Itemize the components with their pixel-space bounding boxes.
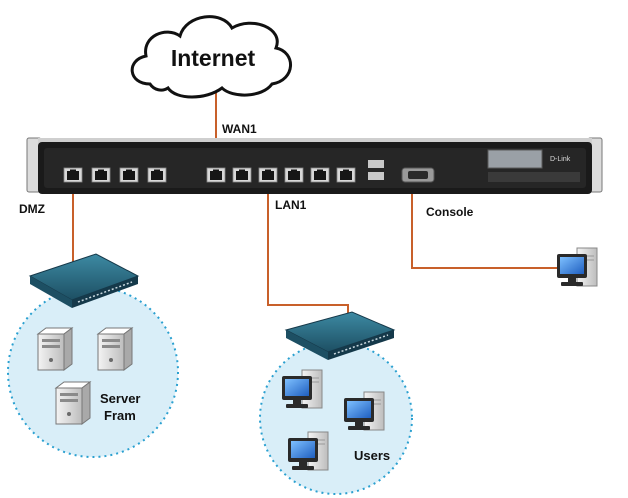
wan1-label: WAN1 xyxy=(222,122,257,136)
server-farm-label-line1: Server xyxy=(100,391,140,406)
port-6 xyxy=(232,167,252,183)
users-label: Users xyxy=(354,448,390,463)
port-8 xyxy=(284,167,304,183)
users-zone xyxy=(259,341,413,495)
users-switch-icon xyxy=(284,311,396,360)
dmz-switch-icon xyxy=(28,253,140,308)
port-3 xyxy=(119,167,139,183)
desktop-pc-icon xyxy=(556,247,598,287)
server-farm-zone xyxy=(7,286,179,458)
cloud-icon xyxy=(130,15,292,99)
dmz-label: DMZ xyxy=(19,202,45,216)
port-9 xyxy=(310,167,330,183)
console-label: Console xyxy=(426,205,474,219)
port-10 xyxy=(336,167,356,183)
internet-label: Internet xyxy=(171,45,256,71)
cables xyxy=(72,92,557,318)
port-dmz xyxy=(63,167,83,183)
port-wan1 xyxy=(206,167,226,183)
port-4 xyxy=(147,167,167,183)
console-cable xyxy=(411,180,557,269)
server-tower-icon xyxy=(55,381,91,425)
lan1-cable xyxy=(267,180,349,318)
lan1-label: LAN1 xyxy=(275,198,307,212)
firewall-appliance-icon: D-Link xyxy=(26,137,603,194)
lcd-display xyxy=(487,149,543,169)
server-tower-icon xyxy=(37,327,73,371)
port-2 xyxy=(91,167,111,183)
port-lan1 xyxy=(258,167,278,183)
brand-logo: D-Link xyxy=(550,156,571,163)
server-tower-icon xyxy=(97,327,133,371)
server-farm-label-line2: Fram xyxy=(104,408,136,423)
